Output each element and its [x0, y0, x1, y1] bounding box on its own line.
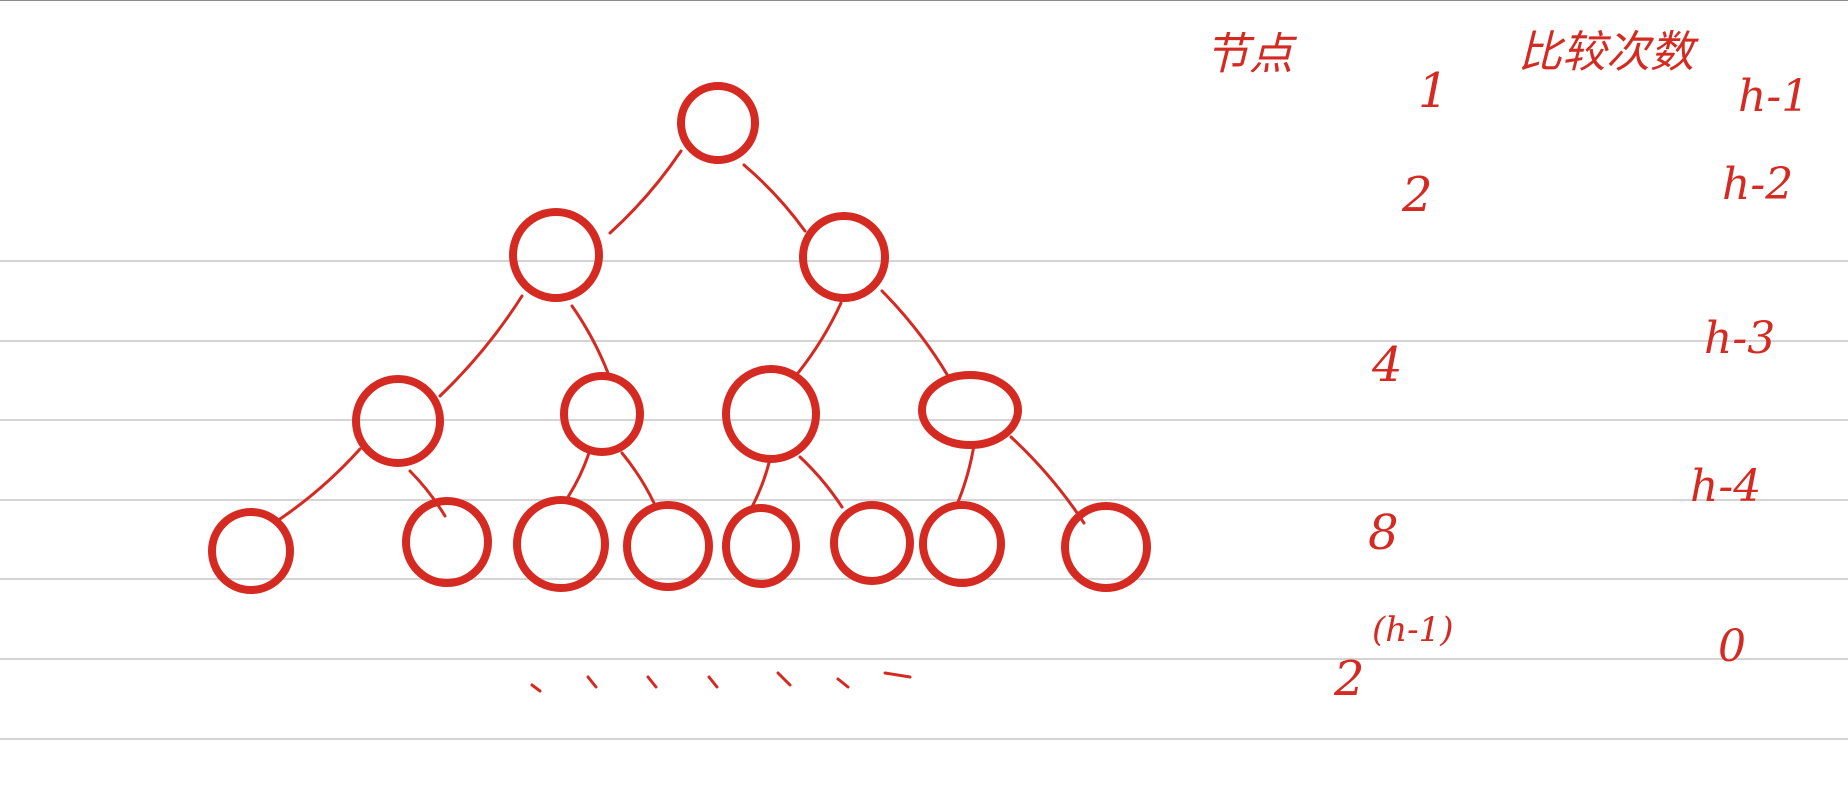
tree-edge	[742, 163, 807, 233]
tree-edge	[954, 443, 976, 509]
continuation-mark	[883, 671, 912, 679]
row-4-compares: h-4	[1690, 461, 1761, 512]
row-2-compares: h-2	[1722, 159, 1793, 210]
row-3-compares: h-3	[1704, 313, 1775, 364]
tree-edge	[570, 304, 610, 375]
tree-node	[722, 504, 800, 588]
nodes-column-header: 节点	[1205, 29, 1298, 80]
tree-edge	[566, 451, 591, 499]
continuation-mark	[530, 683, 542, 693]
tree-node	[402, 497, 492, 587]
tree-node	[352, 375, 444, 467]
tree-node	[1061, 502, 1151, 592]
tree-nodes	[208, 82, 1151, 594]
tree-node	[799, 212, 889, 302]
tree-node	[918, 371, 1022, 449]
continuation-mark	[836, 677, 850, 689]
ruled-lines	[0, 260, 1848, 740]
tree-node	[513, 496, 609, 592]
continuation-marks	[530, 671, 912, 693]
row-1-node-count: 1	[1418, 63, 1449, 119]
row-5-node-count-base: 2	[1333, 651, 1365, 707]
row-5-node-count-exponent: (h-1)	[1372, 610, 1454, 650]
row-4-node-count: 8	[1368, 505, 1399, 561]
tree-node	[722, 365, 820, 463]
continuation-mark	[776, 671, 792, 687]
tree-edge	[438, 294, 524, 398]
tree-node	[677, 82, 759, 164]
tree-edge	[796, 301, 843, 375]
tree-node	[509, 208, 603, 302]
tree-node	[830, 501, 914, 585]
tree-node	[623, 501, 713, 591]
tree-edge	[408, 469, 447, 518]
compares-column-header: 比较次数	[1518, 27, 1699, 78]
tree-edge	[278, 447, 362, 521]
tree-edges	[278, 149, 1086, 525]
tree-edge	[608, 149, 683, 235]
tree-node	[208, 508, 294, 594]
tree-edge	[620, 451, 656, 505]
tree-edge	[798, 455, 844, 509]
row-5-compares: 0	[1718, 621, 1746, 672]
tree-edge	[750, 457, 772, 509]
tree-node	[919, 501, 1005, 587]
row-2-node-count: 2	[1401, 167, 1433, 223]
continuation-mark	[586, 675, 598, 689]
tree-node	[560, 372, 644, 456]
tree-edge	[1009, 435, 1086, 525]
tree-edge	[880, 289, 950, 378]
row-3-node-count: 4	[1371, 337, 1403, 393]
continuation-mark	[646, 675, 658, 689]
row-1-compares: h-1	[1738, 71, 1809, 122]
continuation-mark	[707, 675, 719, 689]
